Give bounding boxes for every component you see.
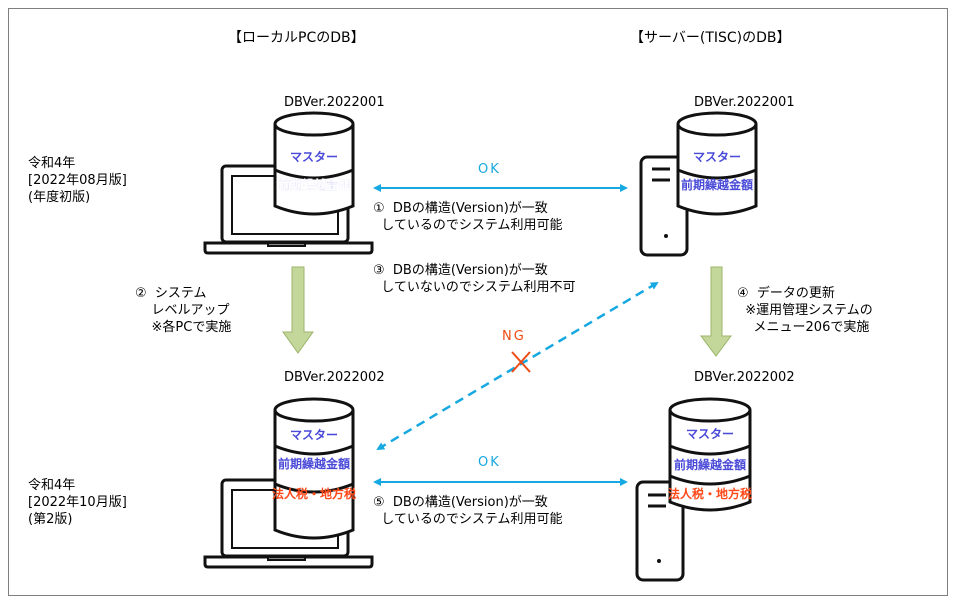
- ng-label: NG: [502, 329, 526, 344]
- database-cylinder-local-bottom: [273, 397, 355, 540]
- version-label-local-bottom: DBVer.2022002: [284, 370, 385, 385]
- note-line: レベルアップ: [135, 303, 230, 318]
- layer-label-master: マスター: [693, 150, 741, 164]
- note-4: ④ データの更新 ※運用管理システムの メニュー206で実施: [737, 285, 873, 336]
- layer-label-master: マスター: [686, 427, 734, 441]
- edition-month: [2022年10月版]: [28, 495, 127, 510]
- edition-era: 令和4年: [28, 156, 76, 171]
- note-line: ④ データの更新: [737, 286, 835, 301]
- note-line: しているのでシステム利用可能: [373, 512, 563, 527]
- data-update-down-arrow: [700, 266, 732, 357]
- layer-label-carryover: 前期繰越金額: [278, 177, 350, 192]
- note-line: していないのでシステム利用不可: [373, 280, 576, 295]
- database-cylinder-server-top: [676, 111, 758, 216]
- layer-label-carryover: 前期繰越金額: [674, 457, 746, 472]
- layer-label-carryover: 前期繰越金額: [278, 456, 350, 471]
- note-line: ※各PCで実施: [135, 320, 232, 335]
- layer-label-tax: 法人税・地方税: [272, 486, 356, 501]
- server-icon-bottom: [635, 480, 685, 582]
- layer-label-master: マスター: [290, 428, 338, 442]
- note-line: メニュー206で実施: [737, 320, 870, 335]
- note-line: ⑤ DBの構造(Version)が一致: [373, 495, 548, 510]
- database-cylinder-local-top: [273, 111, 355, 216]
- edition-era: 令和4年: [28, 478, 76, 493]
- ng-dashed-arrow: [376, 281, 659, 451]
- note-3: ③ DBの構造(Version)が一致 していないのでシステム利用不可: [373, 262, 576, 296]
- note-1: ① DBの構造(Version)が一致 しているのでシステム利用可能: [373, 200, 563, 234]
- note-line: ③ DBの構造(Version)が一致: [373, 263, 548, 278]
- edition-month: [2022年08月版]: [28, 173, 127, 188]
- note-line: ② システム: [135, 286, 207, 301]
- edition-label-top: 令和4年 [2022年08月版] (年度初版): [28, 155, 127, 206]
- level-up-down-arrow: [282, 266, 314, 354]
- note-5: ⑤ DBの構造(Version)が一致 しているのでシステム利用可能: [373, 494, 563, 528]
- ok-label-top: OK: [478, 162, 501, 177]
- note-line: しているのでシステム利用可能: [373, 218, 563, 233]
- ok-label-bottom: OK: [478, 455, 501, 470]
- version-label-local-top: DBVer.2022001: [284, 95, 385, 110]
- note-line: ※運用管理システムの: [737, 303, 873, 318]
- layer-label-master: マスター: [290, 150, 338, 164]
- layer-label-tax: 法人税・地方税: [668, 486, 752, 501]
- server-db-header: 【サーバー(TISC)のDB】: [630, 30, 791, 46]
- local-db-header: 【ローカルPCのDB】: [228, 30, 365, 46]
- database-cylinder-server-bottom: [668, 397, 752, 512]
- version-label-server-top: DBVer.2022001: [694, 95, 795, 110]
- edition-name: (年度初版): [28, 190, 91, 205]
- layer-label-carryover: 前期繰越金額: [681, 177, 753, 192]
- edition-label-bottom: 令和4年 [2022年10月版] (第2版): [28, 477, 127, 528]
- edition-name: (第2版): [28, 512, 73, 527]
- note-2: ② システム レベルアップ ※各PCで実施: [135, 285, 231, 336]
- version-label-server-bottom: DBVer.2022002: [694, 370, 795, 385]
- note-line: ① DBの構造(Version)が一致: [373, 201, 548, 216]
- ng-cross-icon: [511, 351, 531, 373]
- diagram-frame: [8, 8, 948, 596]
